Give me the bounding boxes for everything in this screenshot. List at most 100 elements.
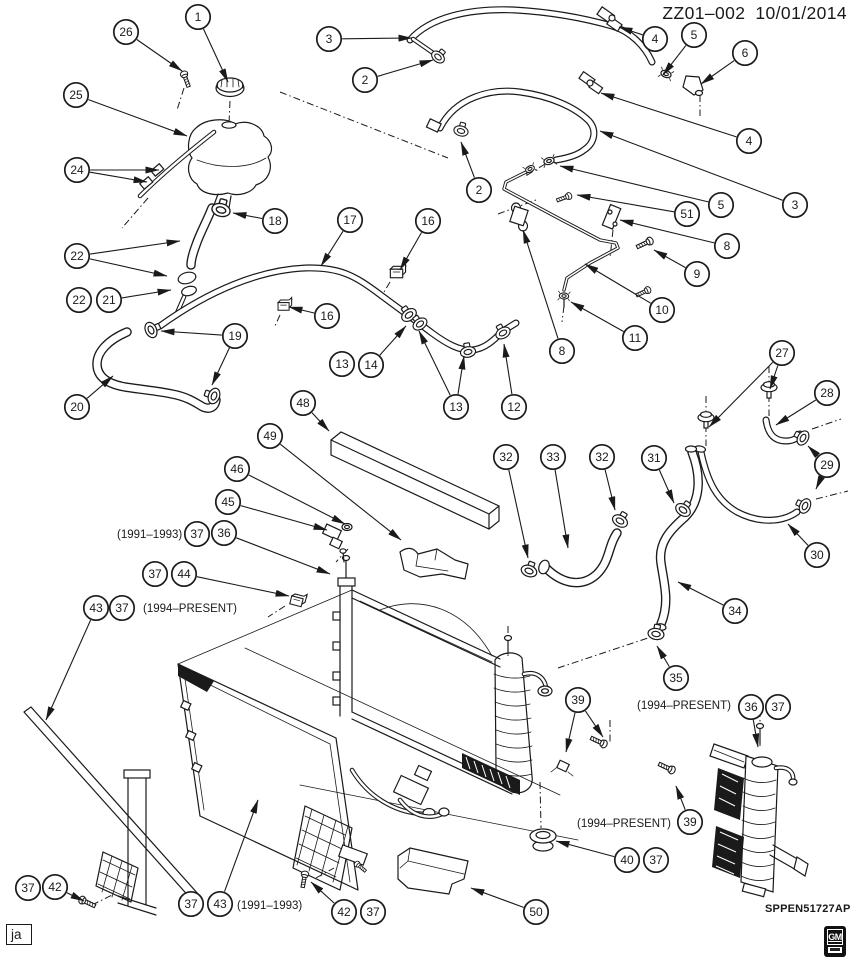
- callout-number: 16: [320, 309, 334, 323]
- callout-circle: [680, 21, 708, 49]
- callout-circle: [210, 519, 238, 547]
- leader-line: [160, 328, 222, 336]
- condenser-crosshatch: [292, 805, 353, 891]
- callout-number: 2: [362, 73, 369, 87]
- leader-line: [457, 355, 466, 395]
- condenser-group: [23, 663, 369, 916]
- leader-line: [460, 141, 475, 178]
- callout-circle: [500, 393, 528, 421]
- callout-5: 5: [559, 165, 735, 219]
- year-range-note: (1991–1993): [237, 900, 302, 912]
- callout-circle: [442, 393, 470, 421]
- callout-circle: [112, 18, 140, 46]
- leader-line: [662, 45, 687, 76]
- callout-circle: [62, 81, 90, 109]
- callout-36: 36: [737, 693, 765, 748]
- mount-grommet-27: [697, 411, 715, 429]
- callout-28: 28: [775, 379, 841, 426]
- leader-line: [708, 362, 774, 428]
- callout-circle: [414, 207, 442, 235]
- callout-number: 13: [449, 400, 463, 414]
- leader-line: [136, 39, 183, 72]
- callout-1: 1: [184, 3, 229, 83]
- gm-logo: GM: [824, 926, 846, 957]
- callout-circle: [351, 66, 379, 94]
- leader-line: [700, 60, 735, 85]
- callout-number: 39: [571, 693, 585, 707]
- outlet-pump-piece: [392, 764, 450, 819]
- leader-line: [775, 399, 817, 426]
- callout-number: 10: [655, 303, 669, 317]
- callout-number: 50: [529, 905, 543, 919]
- callout-circle: [359, 898, 387, 926]
- leader-line: [90, 239, 181, 255]
- callout-circle: [648, 296, 676, 324]
- hose-clamp-32: [609, 508, 633, 531]
- callout-16: 16: [399, 207, 442, 271]
- callout-44: 44: [170, 560, 290, 597]
- callout-29: 29: [807, 445, 841, 490]
- leader-line: [508, 469, 529, 559]
- leader-line: [399, 232, 422, 271]
- callout-circle: [539, 443, 567, 471]
- air-baffle-group: [330, 431, 500, 580]
- callout-37: 37: [177, 890, 205, 918]
- clip-44: [289, 590, 308, 608]
- callout-circle: [256, 422, 284, 450]
- right-hoses-group: [519, 381, 814, 642]
- callout-number: 3: [792, 198, 799, 212]
- callout-circle: [63, 156, 91, 184]
- callout-circle: [768, 339, 796, 367]
- callout-39: 39: [675, 785, 704, 836]
- callout-8: 8: [619, 219, 741, 260]
- callout-number: 22: [70, 249, 84, 263]
- overflow-hoses-group: [406, 6, 704, 169]
- callout-number: 37: [771, 700, 785, 714]
- callout-number: 46: [230, 462, 244, 476]
- callout-circle: [289, 389, 317, 417]
- lower-bracket-cluster: [298, 844, 369, 889]
- callout-circle: [328, 350, 356, 378]
- callout-9: 9: [653, 249, 711, 288]
- pipe-bracket-8: [509, 202, 529, 232]
- leader-line: [418, 330, 451, 396]
- callout-4: 4: [618, 25, 669, 53]
- hose-clamp-13: [458, 341, 477, 360]
- callout-42: 42: [41, 873, 85, 902]
- baffle-bracket-49: [399, 547, 469, 580]
- radiator-top-rail: [351, 589, 501, 668]
- callout-number: 1: [195, 10, 202, 24]
- diagram-artwork: [23, 6, 849, 916]
- callout-2: 2: [460, 141, 493, 204]
- hose-20: [92, 327, 221, 413]
- callout-number: 5: [718, 198, 725, 212]
- callout-37: 37: [108, 594, 136, 622]
- callout-circle: [707, 191, 735, 219]
- callout-number: 39: [683, 815, 697, 829]
- support-frame: [95, 769, 157, 916]
- callout-circle: [803, 541, 831, 569]
- callout-number: 49: [263, 429, 277, 443]
- callout-22: 22: [65, 286, 93, 314]
- callout-19: 19: [160, 322, 249, 386]
- callout-43: 43: [206, 799, 259, 918]
- callout-37: 37: [359, 898, 387, 926]
- callout-circle: [676, 808, 704, 836]
- callout-circle: [223, 455, 251, 483]
- callout-45: 45: [214, 488, 328, 531]
- gm-logo-subtext: [828, 946, 842, 953]
- callout-number: 21: [102, 293, 116, 307]
- callout-13: 13: [328, 350, 356, 378]
- hose-fitting-5: [540, 153, 558, 169]
- callout-circle: [313, 302, 341, 330]
- bolt-42: [77, 894, 98, 911]
- callout-27: 27: [708, 339, 796, 428]
- drawing-number: SPPEN51727AP: [765, 903, 851, 915]
- bracket-50: [397, 847, 469, 895]
- callout-circle: [315, 25, 343, 53]
- air-baffle-48: [330, 431, 500, 530]
- callout-5: 5: [662, 21, 708, 76]
- leader-line: [554, 469, 570, 549]
- leader-line: [559, 165, 709, 203]
